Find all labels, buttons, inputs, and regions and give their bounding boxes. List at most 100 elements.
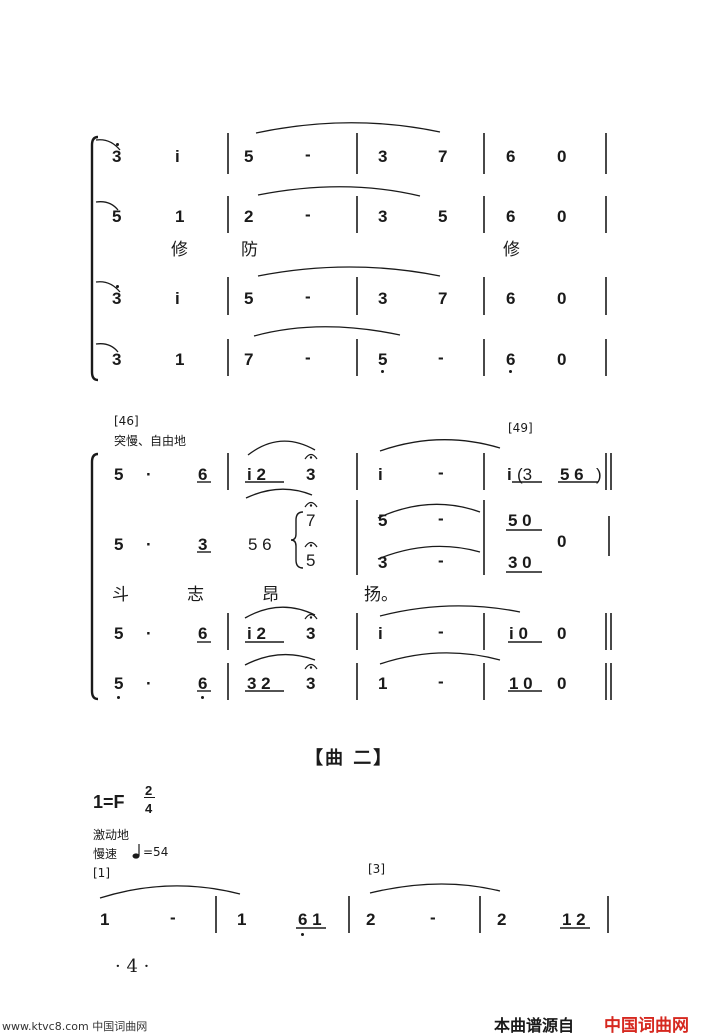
rehearsal-mark: [3] (368, 862, 385, 876)
note: 1 (175, 207, 185, 226)
note: 7 (438, 147, 448, 166)
note: (3 (517, 465, 533, 484)
piece-title: 【曲 二】 (305, 748, 394, 769)
note: 0 (557, 207, 567, 226)
note: 1 (175, 350, 185, 369)
note: - (305, 348, 311, 367)
barlines-3 (215, 896, 609, 933)
note: 0 (557, 289, 567, 308)
note: 3 (306, 465, 316, 484)
dot: · (146, 674, 152, 693)
note: - (438, 463, 444, 482)
note: 2 (497, 910, 507, 929)
note-group: 1 2 (562, 910, 586, 929)
note: 3 (306, 624, 316, 643)
dot: · (146, 624, 152, 643)
note: i (507, 465, 512, 484)
rehearsal-mark: [49] (508, 421, 533, 435)
dot: · (146, 535, 152, 554)
note-group: i 2 (247, 624, 266, 643)
tempo-value: =54 (143, 845, 169, 859)
note: 5 (114, 535, 124, 554)
dot: · (146, 465, 152, 484)
quarter-note-icon (132, 844, 140, 859)
note-group: 6 1 (298, 910, 322, 929)
note: 6 (506, 350, 516, 369)
expression-marking: 激动地 (93, 828, 130, 842)
note: 5 (306, 551, 316, 570)
lyric: 斗 (112, 585, 129, 605)
note: 5 (244, 289, 254, 308)
note: 7 (244, 350, 254, 369)
time-divider (144, 797, 155, 798)
note: 2 (244, 207, 254, 226)
footer-brand[interactable]: 中国词曲网 (604, 1016, 689, 1036)
lyric: 防 (241, 240, 258, 260)
barlines-1 (227, 133, 607, 376)
page-number: · 4 · (115, 956, 150, 977)
slurs-2 (244, 439, 521, 666)
note: 3 (378, 207, 388, 226)
octave-dot (381, 370, 384, 373)
note: 3 (198, 535, 208, 554)
note: 3 (378, 289, 388, 308)
note-group: 5 6 (560, 465, 584, 484)
note: 6 (506, 147, 516, 166)
note: 6 (506, 207, 516, 226)
fermata-icon (304, 663, 318, 670)
note: 1 (237, 910, 247, 929)
octave-dot (117, 696, 120, 699)
key-signature: 1=F (93, 792, 125, 812)
note: 6 (198, 465, 208, 484)
note: - (438, 509, 444, 528)
note: 3 (378, 147, 388, 166)
paren: ) (596, 465, 602, 484)
note: i (175, 289, 180, 308)
note: 5 (112, 207, 122, 226)
note: 5 (438, 207, 448, 226)
lyric: 昂 (262, 585, 279, 605)
lyric: 修 (171, 240, 188, 260)
note: - (430, 908, 436, 927)
note: 3 (112, 350, 122, 369)
note: 0 (557, 350, 567, 369)
note: 0 (557, 147, 567, 166)
fermata-icon (304, 453, 318, 460)
note: 5 (378, 511, 388, 530)
note: 0 (557, 624, 567, 643)
note: 3 (112, 147, 122, 166)
note: 0 (557, 532, 567, 551)
tempo-marking: 慢速 (93, 847, 118, 861)
slurs-1 (95, 122, 441, 353)
fermata-icon (304, 501, 318, 508)
octave-dot (116, 285, 119, 288)
note: 1 (378, 674, 388, 693)
note: 5 (244, 147, 254, 166)
time-bottom: 4 (145, 801, 153, 816)
note-group: 3 2 (247, 674, 271, 693)
note: - (438, 551, 444, 570)
rehearsal-mark: [46] (114, 414, 139, 428)
note: 7 (306, 511, 316, 530)
note: 7 (438, 289, 448, 308)
note: 5 (114, 624, 124, 643)
lyric: 修 (503, 240, 520, 260)
note: 3 (306, 674, 316, 693)
lyric: 扬。 (364, 585, 398, 605)
fermata-icon (304, 541, 318, 548)
note: - (438, 622, 444, 641)
note: 1 (100, 910, 110, 929)
octave-dot (116, 143, 119, 146)
note-group: 5 6 (248, 535, 272, 554)
note-group: i 2 (247, 465, 266, 484)
system-brace-2 (90, 452, 99, 701)
note: i (378, 465, 383, 484)
note: 6 (506, 289, 516, 308)
note: 5 (114, 465, 124, 484)
footer-site: www.ktvc8.com 中国词曲网 (2, 1020, 148, 1033)
note: - (170, 908, 176, 927)
tempo-marking: 突慢、自由地 (114, 434, 187, 448)
note-group: 5 0 (508, 511, 532, 530)
note: 3 (378, 553, 388, 572)
